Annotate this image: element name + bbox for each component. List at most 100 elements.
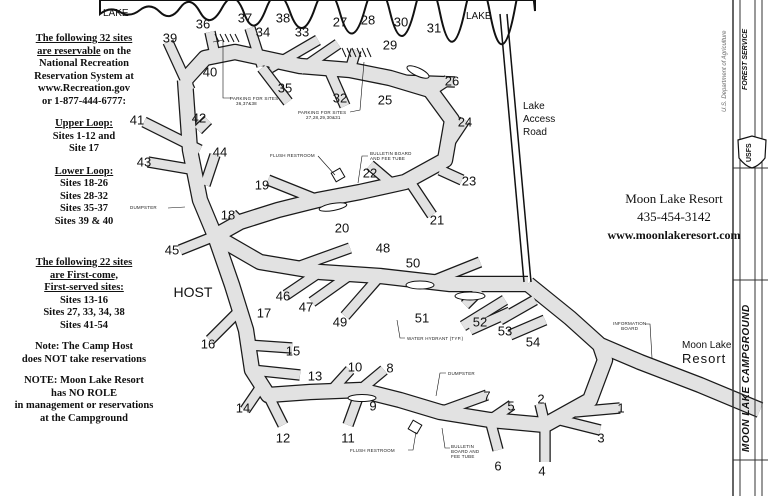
info-line: Sites 39 & 40 [54,215,114,227]
agency-line: U.S. Department of Agriculture [722,30,728,112]
campsite-number-8: 8 [386,360,394,376]
campsite-number-53: 53 [497,323,513,339]
campsite-spur [367,161,393,186]
campsite-spur [508,315,547,340]
info-line: Sites 1-12 and [52,130,116,142]
flush-restroom-label: FLUSH RESTROOM [270,153,315,158]
campsite-number-50: 50 [405,255,421,271]
resort-website[interactable]: www.moonlakeresort.com [607,228,741,242]
campsite-spur [247,340,293,353]
info-line: Sites 27, 33, 34, 38 [43,307,125,318]
campsite-number-47: 47 [298,299,314,315]
host-note: does NOT take reservations [21,353,147,365]
campsite-number-2: 2 [537,391,545,407]
campsite-spur [325,70,350,108]
agency-name: FOREST SERVICE [742,28,749,90]
title-block [732,0,768,496]
road-label-line: Access [523,114,556,125]
reservable-heading: The following 32 sites [35,33,133,44]
info-line: Reservation System at [34,70,134,82]
parking-hatch [214,33,372,58]
access-road-label: Lake Access Road [523,100,555,139]
lower-loop-heading: Lower Loop: [54,165,114,177]
moon-lake-resort-destination: Moon Lake Resort [682,340,731,366]
resort-name: Moon Lake Resort [625,191,723,206]
campsite-spur [487,401,515,424]
islands [318,65,486,402]
campsite-number-54: 54 [525,334,541,350]
campsite-spur [497,296,538,324]
campsite-spur [535,402,550,427]
info-line: National Recreation [39,58,129,69]
campsite-number-48: 48 [375,240,391,256]
info-line: Site 17 [68,143,100,154]
water-hydrant-label: WATER HYDRANT (TYP.) [407,336,464,341]
campsite-spur [228,210,244,226]
fcfs-heading: The following 22 sites [35,257,133,268]
campsite-spur [485,418,503,452]
campsite-number-10: 10 [347,359,363,375]
road-label-line: Lake [523,101,545,112]
lake-shoreline [99,0,536,46]
campsite-number-26: 26 [444,73,460,89]
campsite-number-3: 3 [597,430,605,446]
campsite-number-40: 40 [202,64,218,80]
campsite-spur [266,175,320,205]
campsite-spur [178,231,217,255]
reservation-info: The following 32 sites are reservable on… [2,33,166,228]
campsite-spur [251,365,301,380]
campsite-spur [441,117,469,153]
campsite-spur [194,116,212,134]
campsite-number-14: 14 [235,400,251,416]
campsite-spur [438,390,489,417]
campsite-spur [345,48,361,72]
campsite-spur [147,157,196,175]
campsite-number-5: 5 [507,398,515,414]
restroom-buildings [330,167,423,435]
campsite-spur [206,306,244,344]
campsite-spur [163,40,195,92]
campground-title: MOON LAKE CAMPGROUND [741,304,752,452]
campsite-number-22: 22 [362,165,378,181]
campsite-spur [263,392,288,428]
upper-loop-heading: Upper Loop: [55,118,113,129]
recreation-gov-link[interactable]: www.Recreation.gov [38,83,130,94]
campsite-number-20: 20 [334,220,350,236]
campsite-number-28: 28 [360,12,376,28]
resort-phone: 435-454-3142 [637,209,711,224]
campsite-spur [357,366,387,394]
camp-host-label: HOST [173,284,213,300]
campsite-number-44: 44 [212,144,228,160]
campsite-number-46: 46 [275,288,291,304]
destination-line: Moon Lake [682,340,732,351]
resort-note: NOTE: Moon Lake Resort [24,375,144,386]
campsite-number-43: 43 [136,154,152,170]
campsite-spur [241,385,264,413]
moon-lake-resort-contact: Moon Lake Resort 435-454-3142 www.moonla… [585,190,763,244]
campsite-spur [258,65,292,105]
campsite-number-15: 15 [285,343,301,359]
campsite-number-49: 49 [332,314,348,330]
flush-restroom-label: FLUSH RESTROOM [350,448,395,453]
campsite-spur [309,271,353,306]
campsite-number-12: 12 [275,430,291,446]
info-line: on the [100,45,131,57]
campsite-number-27: 27 [332,14,348,30]
campsite-number-41: 41 [129,112,145,128]
campsite-number-13: 13 [307,368,323,384]
road-label-line: Road [523,127,547,138]
lake-label: LAKE [103,8,129,19]
lake-label: LAKE [466,11,492,22]
campsite-number-36: 36 [195,16,211,32]
campsite-number-29: 29 [382,37,398,53]
campground-road [178,45,459,243]
campsite-number-23: 23 [461,173,477,189]
usfs-shield-icon [737,135,767,169]
campsite-number-42: 42 [191,110,207,126]
campsite-spur [427,76,451,96]
